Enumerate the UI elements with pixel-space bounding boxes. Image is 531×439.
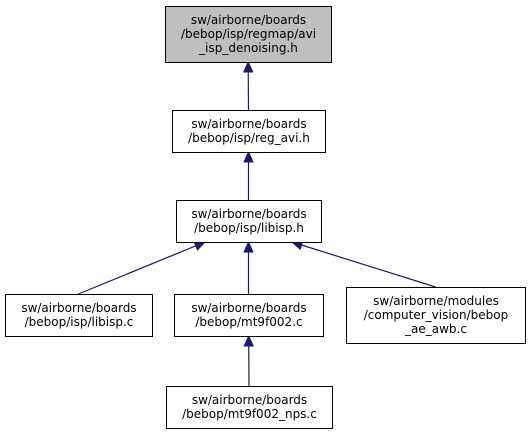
- node-label-line: _isp_denoising.h: [198, 41, 298, 55]
- node-box: [5, 294, 153, 337]
- node-box: [165, 6, 332, 63]
- edge-mt9f002-c-to-libisp-h: [243, 240, 254, 294]
- edge-mt9f002-nps-to-mt9f002-c: [243, 334, 255, 387]
- node-label-line: /bebop/isp/regmap/avi: [181, 27, 316, 41]
- node-label-line: /bebop/isp/libisp.h: [194, 221, 304, 235]
- graph-node-mt9f002-c[interactable]: sw/airborne/boards/bebop/mt9f002.c: [174, 294, 324, 337]
- edge-arrowhead: [243, 334, 255, 347]
- node-label-line: _ae_awb.c: [404, 322, 467, 336]
- node-box: [346, 287, 526, 344]
- node-label-line: /bebop/isp/libisp.c: [25, 315, 134, 329]
- node-label-line: /bebop/mt9f002_nps.c: [182, 407, 317, 421]
- graph-node-mt9f002-nps[interactable]: sw/airborne/boards/bebop/mt9f002_nps.c: [166, 386, 333, 429]
- edge-bebop-ae-awb-to-libisp-h: [290, 240, 436, 288]
- graph-node-libisp-h[interactable]: sw/airborne/boards/bebop/isp/libisp.h: [176, 200, 322, 243]
- node-label-line: sw/airborne/boards: [191, 301, 306, 315]
- edge-line: [301, 244, 436, 288]
- edge-reg-avi-to-regmap-avi-isp-denoising: [242, 60, 254, 111]
- node-label-line: /bebop/mt9f002.c: [195, 315, 302, 329]
- node-label-line: sw/airborne/boards: [191, 13, 306, 27]
- node-box: [174, 294, 324, 337]
- edge-libisp-h-to-reg-avi: [243, 150, 254, 200]
- node-box: [172, 110, 326, 153]
- edge-libisp-c-to-libisp-h: [78, 241, 207, 295]
- graph-node-reg-avi[interactable]: sw/airborne/boards/bebop/isp/reg_avi.h: [172, 110, 326, 153]
- edge-line: [78, 245, 196, 295]
- node-label-line: sw/airborne/boards: [192, 393, 307, 407]
- node-box: [176, 200, 322, 243]
- node-label-line: sw/airborne/modules: [373, 294, 499, 308]
- node-label-line: sw/airborne/boards: [21, 301, 136, 315]
- node-label-line: /computer_vision/bebop: [364, 308, 509, 322]
- graph-node-libisp-c[interactable]: sw/airborne/boards/bebop/isp/libisp.c: [5, 294, 153, 337]
- node-label-line: /bebop/isp/reg_avi.h: [188, 131, 310, 145]
- edge-arrowhead: [243, 150, 254, 163]
- node-label-line: sw/airborne/boards: [191, 117, 306, 131]
- edge-arrowhead: [242, 60, 254, 73]
- edge-arrowhead: [243, 240, 254, 253]
- graph-node-regmap-avi-isp-denoising[interactable]: sw/airborne/boards/bebop/isp/regmap/avi_…: [165, 6, 332, 63]
- graph-nodes: sw/airborne/boards/bebop/isp/regmap/avi_…: [5, 6, 526, 429]
- node-box: [166, 386, 333, 429]
- graph-node-bebop-ae-awb[interactable]: sw/airborne/modules/computer_vision/bebo…: [346, 287, 526, 344]
- node-label-line: sw/airborne/boards: [191, 207, 306, 221]
